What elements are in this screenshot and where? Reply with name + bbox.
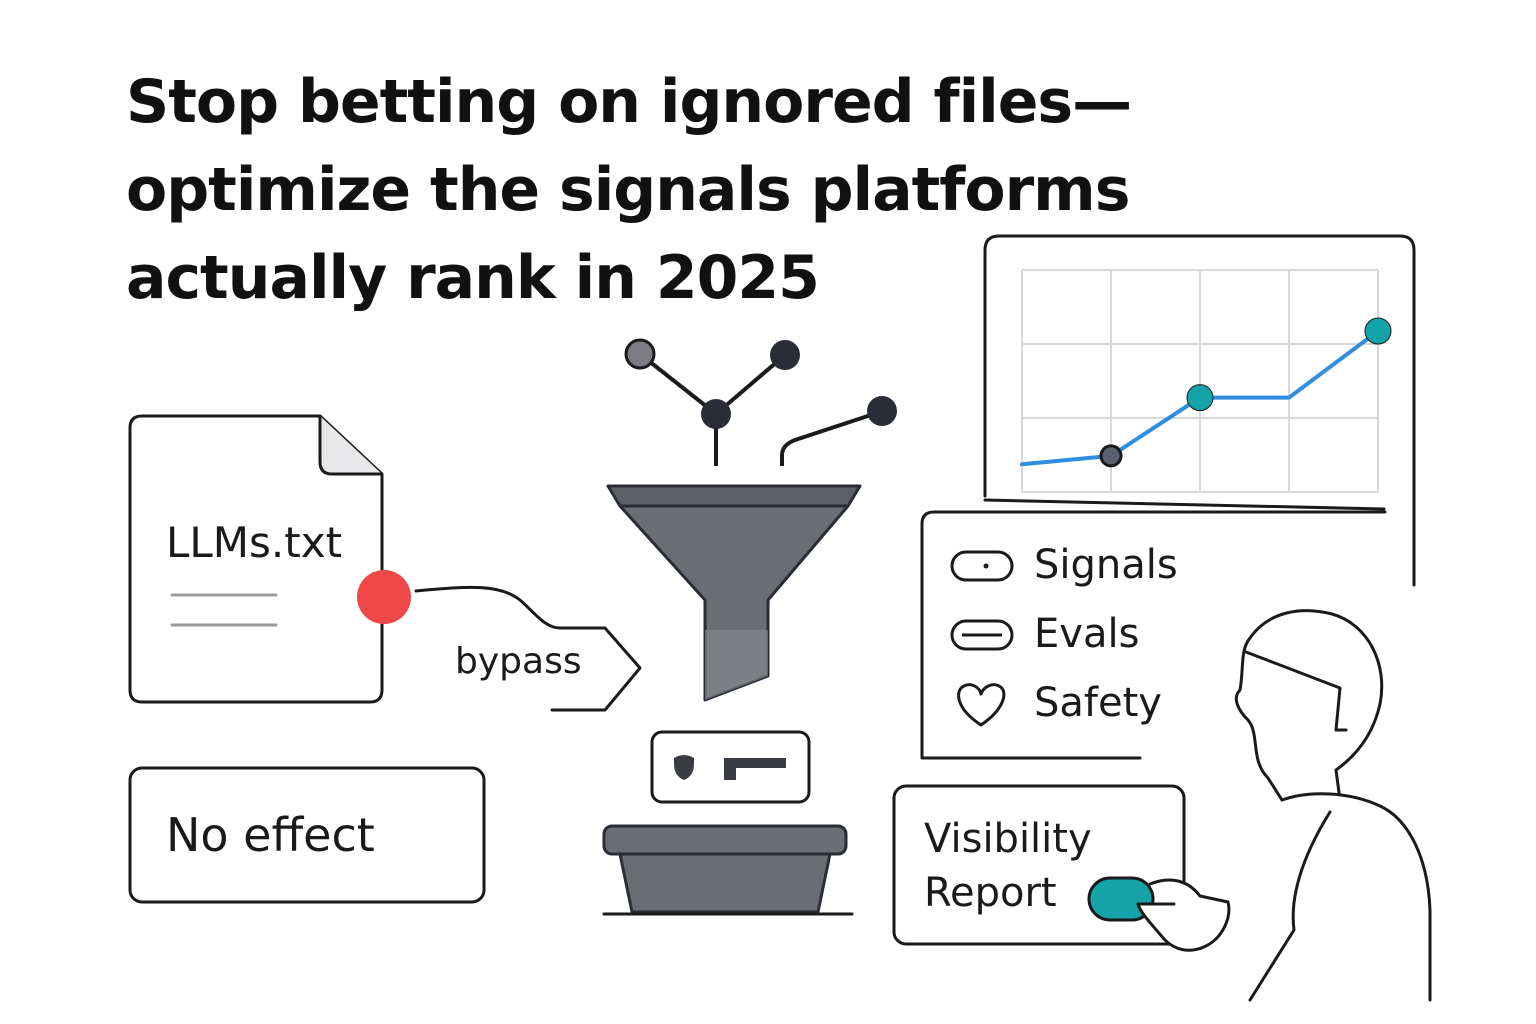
tray-icon <box>602 824 854 916</box>
headline-line-1: Stop betting on ignored files— <box>126 67 1132 137</box>
chart-point <box>1186 384 1214 412</box>
headline: Stop betting on ignored files— optimize … <box>126 58 1132 322</box>
person-icon <box>1136 609 1432 1002</box>
file-name-label: LLMs.txt <box>166 518 343 567</box>
shield-icon <box>674 755 694 780</box>
pill-toggle-icon <box>950 550 1014 582</box>
heart-icon <box>957 683 1006 727</box>
chart-grid <box>1021 269 1379 493</box>
document-icon <box>128 414 384 704</box>
toggle-bar-icon <box>724 758 786 780</box>
chart-points <box>1099 317 1392 468</box>
bypass-label: bypass <box>455 641 582 682</box>
pill-bar-icon <box>950 619 1014 651</box>
chart-panel <box>983 234 1416 587</box>
network-nodes-icon <box>624 338 897 466</box>
no-effect-box <box>128 766 486 904</box>
legend-item-safety: Safety <box>1034 680 1162 726</box>
headline-line-3: actually rank in 2025 <box>126 243 820 313</box>
bypass-connector <box>414 585 642 712</box>
no-effect-label: No effect <box>166 808 375 862</box>
report-title-line-1: Visibility <box>924 816 1092 862</box>
report-title-line-2: Report <box>924 870 1057 916</box>
legend-panel <box>920 510 1387 760</box>
chart-point <box>1364 317 1392 345</box>
legend-item-signals: Signals <box>1034 542 1178 588</box>
report-title: Visibility Report <box>924 812 1092 920</box>
legend-item-evals: Evals <box>1034 611 1140 657</box>
report-button[interactable] <box>1087 876 1155 922</box>
chart-point <box>1099 444 1123 468</box>
signal-card <box>650 730 811 804</box>
blocked-dot-icon <box>357 570 411 624</box>
headline-line-2: optimize the signals platforms <box>126 155 1130 225</box>
funnel-icon <box>606 484 862 702</box>
